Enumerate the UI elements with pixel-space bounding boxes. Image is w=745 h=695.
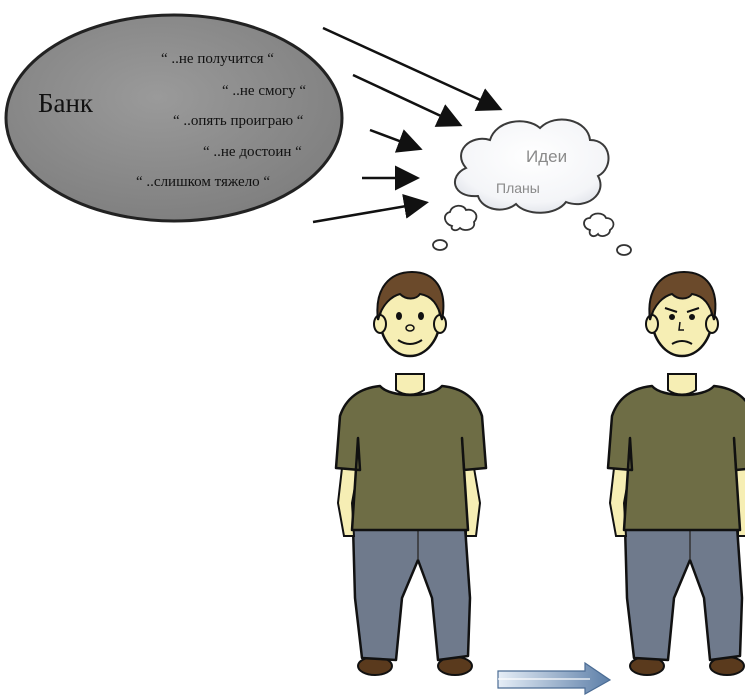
phrase-2: “ ..не смогу “ [222, 83, 306, 99]
thought-cloud [454, 118, 610, 214]
boy-happy [334, 270, 488, 677]
thought-bubbles-left [432, 204, 478, 251]
arrows-to-cloud [312, 26, 503, 224]
transition-arrow [497, 661, 612, 695]
phrase-1: “ ..не получится “ [161, 51, 274, 67]
thought-bubbles-right [583, 212, 632, 256]
arrow-1 [322, 26, 503, 112]
cloud-text-ideas: Идеи [526, 147, 567, 166]
bank-ellipse [4, 13, 344, 223]
cloud-text-plans: Планы [496, 180, 540, 196]
phrase-3: “ ..опять проиграю “ [173, 113, 304, 129]
phrase-4: “ ..не достоин “ [203, 144, 302, 160]
phrase-5: “ ..слишком тяжело “ [136, 174, 270, 190]
bank-label: Банк [38, 88, 94, 118]
arrow-2 [352, 73, 463, 127]
arrow-5 [312, 194, 429, 224]
arrow-3 [369, 128, 423, 153]
boy-sad [606, 270, 745, 677]
